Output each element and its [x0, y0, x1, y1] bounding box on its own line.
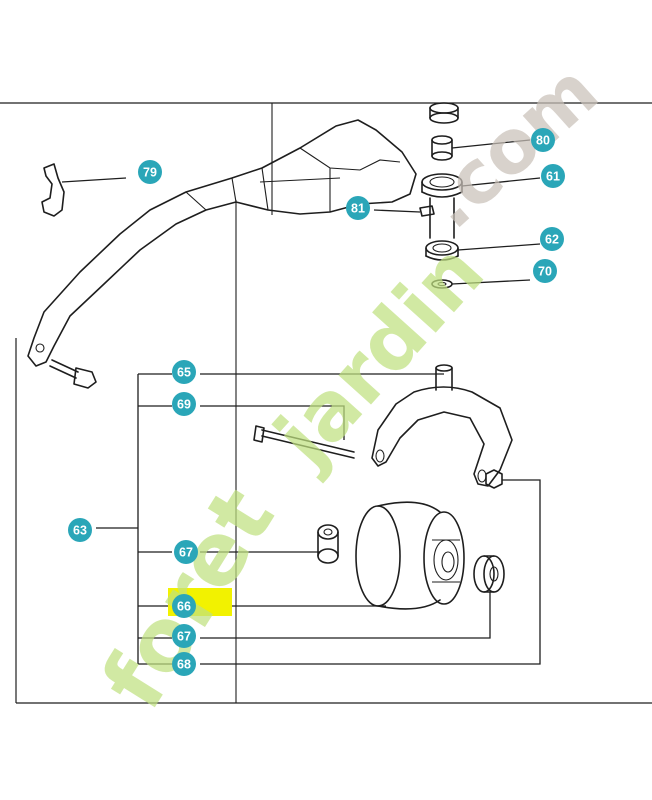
callout-circle: [138, 160, 162, 184]
clip-part: [41, 163, 127, 217]
axle-nut: [485, 469, 503, 489]
callout-label: 69: [177, 398, 191, 412]
callout-circle: [68, 518, 92, 542]
callout-label: 66: [177, 600, 191, 614]
callout-badge-66: 66: [172, 594, 196, 618]
leader-lines: [96, 139, 541, 665]
callout-circle: [540, 227, 564, 251]
spacer-left: [317, 524, 339, 564]
callout-badge-67b: 67: [172, 624, 196, 648]
callout-badge-79: 79: [138, 160, 162, 184]
callout-label: 79: [143, 166, 157, 180]
callout-label: 63: [73, 524, 87, 538]
callout-label: 67: [177, 630, 191, 644]
callout-badge-69: 69: [172, 392, 196, 416]
callout-circle: [172, 360, 196, 384]
callout-badge-63: 63: [68, 518, 92, 542]
callout-label: 61: [546, 170, 560, 184]
callout-circle: [172, 652, 196, 676]
callout-label: 62: [545, 233, 559, 247]
spacer-right: [473, 555, 505, 593]
callout-badges: 80 61 79 81 62 70 65 69 63 67 66 67 68: [68, 128, 565, 676]
watermark-text-2: jardin: [255, 225, 502, 485]
watermark-text-3: .com: [408, 48, 614, 246]
callout-label: 68: [177, 658, 191, 672]
callout-badge-80: 80: [531, 128, 555, 152]
callout-badge-65: 65: [172, 360, 196, 384]
arm-bolt: [49, 359, 97, 389]
caster-wheel: [355, 501, 465, 610]
callout-badge-67a: 67: [174, 540, 198, 564]
callout-circle: [346, 196, 370, 220]
callout-label: 65: [177, 366, 191, 380]
axle-bolt: [253, 425, 355, 459]
callout-badge-61: 61: [541, 164, 565, 188]
callout-circle: [541, 164, 565, 188]
callout-label: 67: [179, 546, 193, 560]
callout-label: 80: [536, 134, 550, 148]
callout-circle: [172, 594, 196, 618]
callout-circle: [172, 624, 196, 648]
diagram-frame: [0, 102, 652, 704]
callout-badge-62: 62: [540, 227, 564, 251]
callout-circle: [172, 392, 196, 416]
watermark: foret jardin .com: [83, 48, 615, 726]
callout-label: 70: [538, 265, 552, 279]
callout-badge-70: 70: [533, 259, 557, 283]
deck-arm: [27, 119, 417, 367]
callout-circle: [531, 128, 555, 152]
spindle-stack: [373, 102, 463, 289]
callout-badge-81: 81: [346, 196, 370, 220]
callout-badge-68: 68: [172, 652, 196, 676]
callout-label: 81: [351, 202, 365, 216]
callout-circle: [533, 259, 557, 283]
callout-circle: [174, 540, 198, 564]
